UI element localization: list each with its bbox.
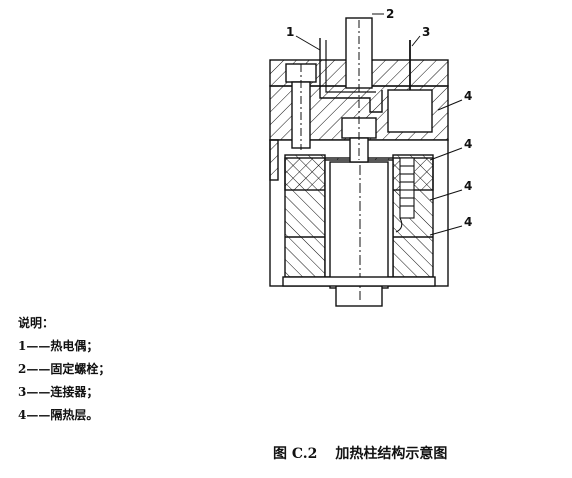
heating-column xyxy=(329,161,389,289)
figure-title: 加热柱结构示意图 xyxy=(335,446,448,462)
legend: 说明： 1——热电偶； 2——固定螺栓； 3——连接器； 4——隔热层。 xyxy=(18,312,110,427)
label-3: 3 xyxy=(422,25,430,39)
figure-caption: 图 C.2 加热柱结构示意图 xyxy=(273,443,447,463)
legend-dash: —— xyxy=(26,339,51,353)
legend-text: 固定螺栓； xyxy=(50,362,111,376)
legend-text: 连接器； xyxy=(50,385,99,399)
legend-text: 隔热层。 xyxy=(50,408,99,422)
legend-num: 3 xyxy=(18,385,27,399)
label-2: 2 xyxy=(386,7,394,21)
legend-num: 2 xyxy=(18,362,27,376)
coil xyxy=(395,157,415,233)
bottom-shelf xyxy=(282,276,436,287)
label-4-b: 4 xyxy=(464,137,472,151)
label-1: 1 xyxy=(286,25,294,39)
figure-number: 图 C.2 xyxy=(273,446,318,462)
legend-item: 3——连接器； xyxy=(18,381,110,404)
legend-title: 说明： xyxy=(18,316,55,330)
legend-dash: —— xyxy=(26,362,51,376)
legend-dash: —— xyxy=(26,385,51,399)
heating-column-drawing: 1 2 3 4 4 4 4 xyxy=(269,7,472,307)
legend-num: 4 xyxy=(18,408,27,422)
label-4-c: 4 xyxy=(464,179,472,193)
side-bracket xyxy=(269,139,279,181)
connector-box xyxy=(387,89,433,133)
label-4-d: 4 xyxy=(464,215,472,229)
column-base xyxy=(335,285,383,307)
legend-item: 4——隔热层。 xyxy=(18,404,110,427)
legend-num: 1 xyxy=(18,339,27,353)
legend-text: 热电偶； xyxy=(50,339,99,353)
legend-dash: —— xyxy=(26,408,51,422)
legend-item: 1——热电偶； xyxy=(18,335,110,358)
legend-item: 2——固定螺栓； xyxy=(18,358,110,381)
thermocouple-wire xyxy=(319,38,383,113)
label-4-a: 4 xyxy=(464,89,472,103)
